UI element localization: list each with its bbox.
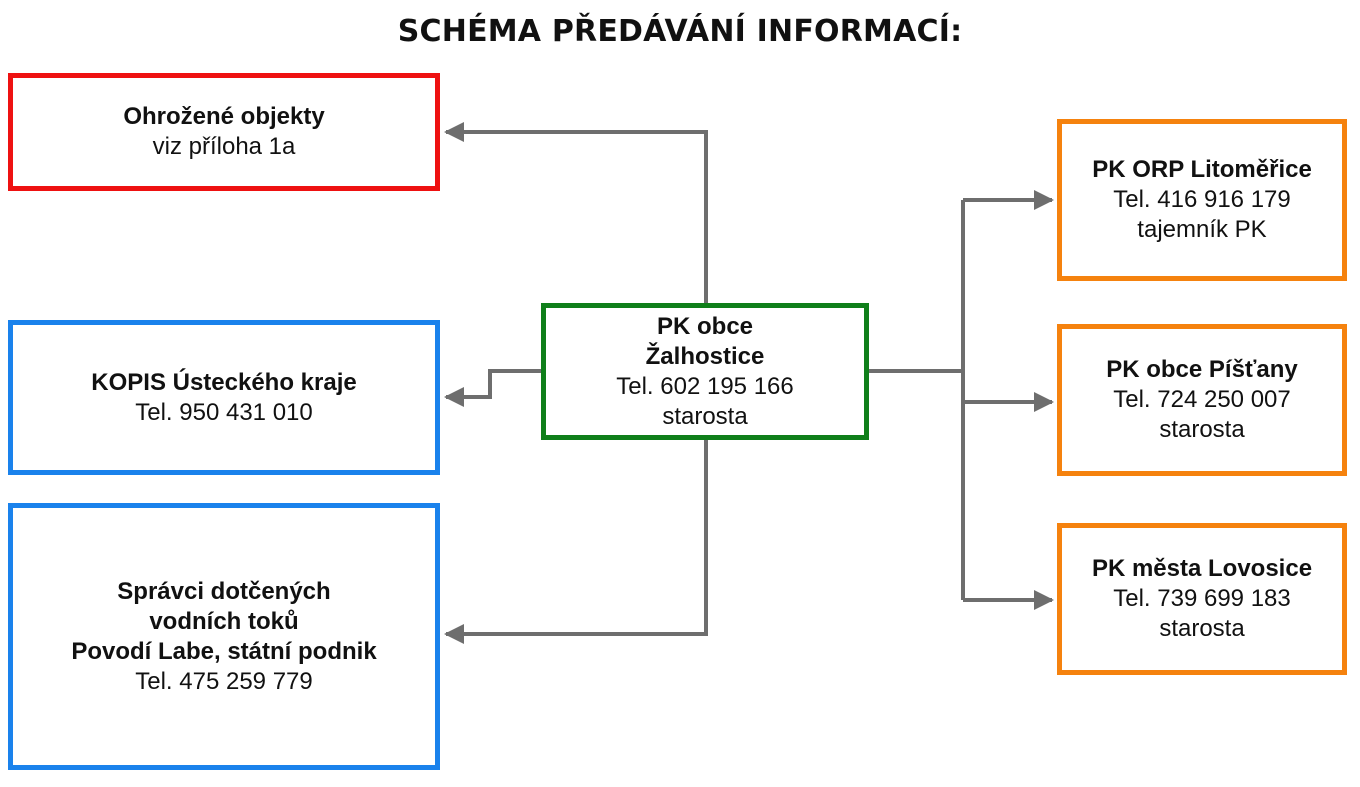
node-kopis-name: KOPIS Ústeckého kraje (91, 368, 357, 396)
node-orp-role: tajemník PK (1137, 216, 1267, 243)
node-center-name-2: Žalhostice (645, 342, 765, 370)
node-lovosice-name: PK města Lovosice (1091, 555, 1313, 582)
node-center-name-1: PK obce (656, 312, 754, 340)
node-river-managers-name-1: Správci dotčených (117, 577, 331, 605)
node-pistany-name: PK obce Píšťany (1106, 356, 1298, 383)
node-lovosice-phone: Tel. 739 699 183 (1113, 585, 1291, 612)
node-lovosice: PK města Lovosice Tel. 739 699 183 staro… (1057, 523, 1347, 675)
node-river-managers-phone: Tel. 475 259 779 (135, 667, 313, 695)
connector-center-to-kopis (444, 369, 543, 407)
node-orp-litomerice: PK ORP Litoměřice Tel. 416 916 179 tajem… (1057, 119, 1347, 281)
node-river-managers: Správci dotčených vodních toků Povodí La… (8, 503, 440, 770)
node-orp-phone: Tel. 416 916 179 (1113, 186, 1291, 213)
node-pistany-phone: Tel. 724 250 007 (1113, 386, 1291, 413)
node-threatened-objects-name: Ohrožené objekty (123, 103, 325, 130)
node-orp-name: PK ORP Litoměřice (1092, 156, 1312, 183)
node-center-role: starosta (662, 402, 748, 430)
connector-center-to-rivers (444, 440, 708, 644)
node-center-phone: Tel. 602 195 166 (616, 372, 794, 400)
diagram-title: SCHÉMA PŘEDÁVÁNÍ INFORMACÍ: (397, 14, 963, 49)
node-kopis: KOPIS Ústeckého kraje Tel. 950 431 010 (8, 320, 440, 475)
node-river-managers-name-3: Povodí Labe, státní podnik (71, 637, 377, 665)
node-center-zalhostice: PK obce Žalhostice Tel. 602 195 166 star… (541, 303, 869, 440)
node-pistany-role: starosta (1159, 416, 1245, 443)
node-threatened-objects-line: viz příloha 1a (152, 133, 296, 160)
node-threatened-objects: Ohrožené objekty viz příloha 1a (8, 73, 440, 191)
node-pistany: PK obce Píšťany Tel. 724 250 007 starost… (1057, 324, 1347, 476)
node-kopis-phone: Tel. 950 431 010 (135, 398, 313, 426)
node-river-managers-name-2: vodních toků (149, 607, 299, 635)
connector-center-to-objects (444, 122, 708, 303)
node-lovosice-role: starosta (1159, 615, 1245, 642)
